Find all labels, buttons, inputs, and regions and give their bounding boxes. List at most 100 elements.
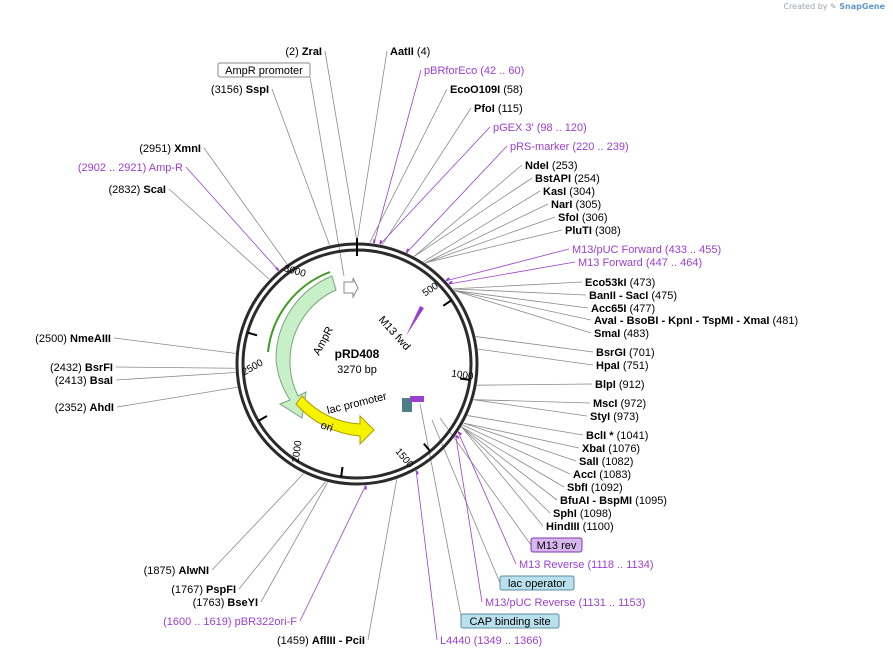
leader-line xyxy=(271,88,330,246)
feature-box-label: lac operator xyxy=(508,578,566,590)
site-position: (973) xyxy=(613,411,639,423)
site-name: NdeI xyxy=(525,160,552,172)
leader-line xyxy=(299,485,366,622)
site-label-text: M13/pUC Reverse (1131 .. 1153) xyxy=(485,597,645,609)
site-label-styi: StyI (973) xyxy=(590,411,639,423)
leader-line xyxy=(453,288,587,296)
site-position: (2951) xyxy=(139,143,174,155)
site-name: NmeAIII xyxy=(70,333,111,345)
site-label-pspfi: (1767) PspFI xyxy=(171,584,236,596)
site-position: (481) xyxy=(772,315,798,327)
site-label-pluti: PluTI (308) xyxy=(565,225,621,237)
leader-line xyxy=(369,88,448,243)
ori-label: ori xyxy=(319,419,334,434)
site-label-text: (2352) AhdI xyxy=(55,402,114,414)
site-label-text: Acc65I (477) xyxy=(591,303,655,315)
site-label-text: BstAPI (254) xyxy=(535,173,600,185)
tick-mark xyxy=(247,331,258,337)
site-position: (1763) xyxy=(193,597,228,609)
site-label-hpai: HpaI (751) xyxy=(596,360,649,372)
site-label-text: PfoI (115) xyxy=(474,103,523,115)
leader-line xyxy=(461,426,565,488)
site-label-bseyi: (1763) BseYI xyxy=(193,597,258,609)
site-position: (1118 .. 1134) xyxy=(587,559,653,571)
tick-label: 1000 xyxy=(451,369,475,383)
leader-line xyxy=(415,470,438,641)
site-name: HindIII xyxy=(546,521,583,533)
site-name: SmaI xyxy=(594,328,623,340)
site-label-text: EcoO109I (58) xyxy=(450,84,523,96)
site-label-text: (2) ZraI xyxy=(285,46,322,58)
leader-line xyxy=(324,50,358,243)
site-name: SspI xyxy=(246,84,269,96)
ampr-green-arc xyxy=(267,271,331,353)
site-name: M13 Reverse xyxy=(519,559,587,571)
snapgene-logo-icon: ✎ xyxy=(830,2,837,11)
site-position: (483) xyxy=(623,328,649,340)
site-label-text: BlpI (912) xyxy=(595,379,645,391)
site-label-text: SalI (1082) xyxy=(579,456,633,468)
ori-arrow xyxy=(295,395,375,446)
site-position: (701) xyxy=(629,347,655,359)
site-label-text: M13 Reverse (1118 .. 1134) xyxy=(519,559,654,571)
feature-box-lac-operator xyxy=(499,575,575,591)
site-position: (4) xyxy=(417,46,430,58)
tick-mark xyxy=(442,299,453,307)
leader-line xyxy=(414,177,533,257)
site-position: (1131 .. 1153) xyxy=(579,597,646,609)
feature-box-label: CAP binding site xyxy=(469,616,550,628)
site-position: (304) xyxy=(569,186,595,198)
site-name: SbfI xyxy=(567,482,591,494)
leader-line xyxy=(116,386,238,408)
site-label-text: AccI (1083) xyxy=(573,469,631,481)
site-position: (1349 .. 1366) xyxy=(474,635,543,647)
site-label-bsrgi: BsrGI (701) xyxy=(596,347,655,359)
site-label-text: SphI (1098) xyxy=(553,508,612,520)
site-label-text: (1767) PspFI xyxy=(171,584,236,596)
site-label-text: NdeI (253) xyxy=(525,160,578,172)
site-position: (2832) xyxy=(109,184,144,196)
site-label-scai: (2832) ScaI xyxy=(109,184,167,196)
leader-lines xyxy=(113,50,594,641)
site-position: (254) xyxy=(574,173,600,185)
site-name: BsrGI xyxy=(596,347,629,359)
credit-brand: SnapGene xyxy=(839,2,885,11)
leader-line xyxy=(425,203,549,264)
site-name: M13/pUC Reverse xyxy=(485,597,579,609)
site-label-sali: SalI (1082) xyxy=(579,456,633,468)
lac-promoter-label: lac promoter xyxy=(326,390,389,417)
feature-box-label: M13 rev xyxy=(537,540,577,552)
site-label-text: HindIII (1100) xyxy=(546,521,614,533)
site-label-text: (1875) AlwNI xyxy=(144,565,209,577)
site-name: Eco53kI xyxy=(585,277,630,289)
site-name: SfoI xyxy=(558,212,582,224)
site-name: XbaI xyxy=(582,443,608,455)
site-name: AflIII - PciI xyxy=(312,635,365,647)
site-position: (2432) xyxy=(50,362,85,374)
m13-fwd-label: M13 fwd xyxy=(376,314,413,353)
site-position: (42 .. 60) xyxy=(480,65,524,77)
leader-line xyxy=(168,188,270,280)
site-label-xbai: XbaI (1076) xyxy=(582,443,640,455)
site-label-prs-marker: pRS-marker (220 .. 239) xyxy=(510,141,629,153)
site-label-hindiii: HindIII (1100) xyxy=(546,521,614,533)
leader-line xyxy=(461,426,558,501)
leader-line xyxy=(356,50,388,243)
site-label-text: AatII (4) xyxy=(390,46,430,58)
leader-line xyxy=(475,336,594,353)
site-label-text: (3156) SspI xyxy=(211,84,269,96)
site-name: L4440 xyxy=(440,635,474,647)
site-label-m13-puc-reverse: M13/pUC Reverse (1131 .. 1153) xyxy=(485,597,645,609)
leader-line xyxy=(477,383,593,386)
primer-site-mark xyxy=(415,470,419,475)
feature-box-ampr-promoter xyxy=(217,62,311,78)
site-position: (1875) xyxy=(144,565,179,577)
primer-site-mark xyxy=(457,431,463,436)
site-label-text: KasI (304) xyxy=(543,186,595,198)
site-position: (98 .. 120) xyxy=(537,122,587,134)
site-label-text: StyI (973) xyxy=(590,411,639,423)
site-label-m13-reverse: M13 Reverse (1118 .. 1134) xyxy=(519,559,654,571)
site-position: (253) xyxy=(552,160,578,172)
site-name: BfuAI - BspMI xyxy=(560,495,635,507)
site-position: (58) xyxy=(503,84,523,96)
